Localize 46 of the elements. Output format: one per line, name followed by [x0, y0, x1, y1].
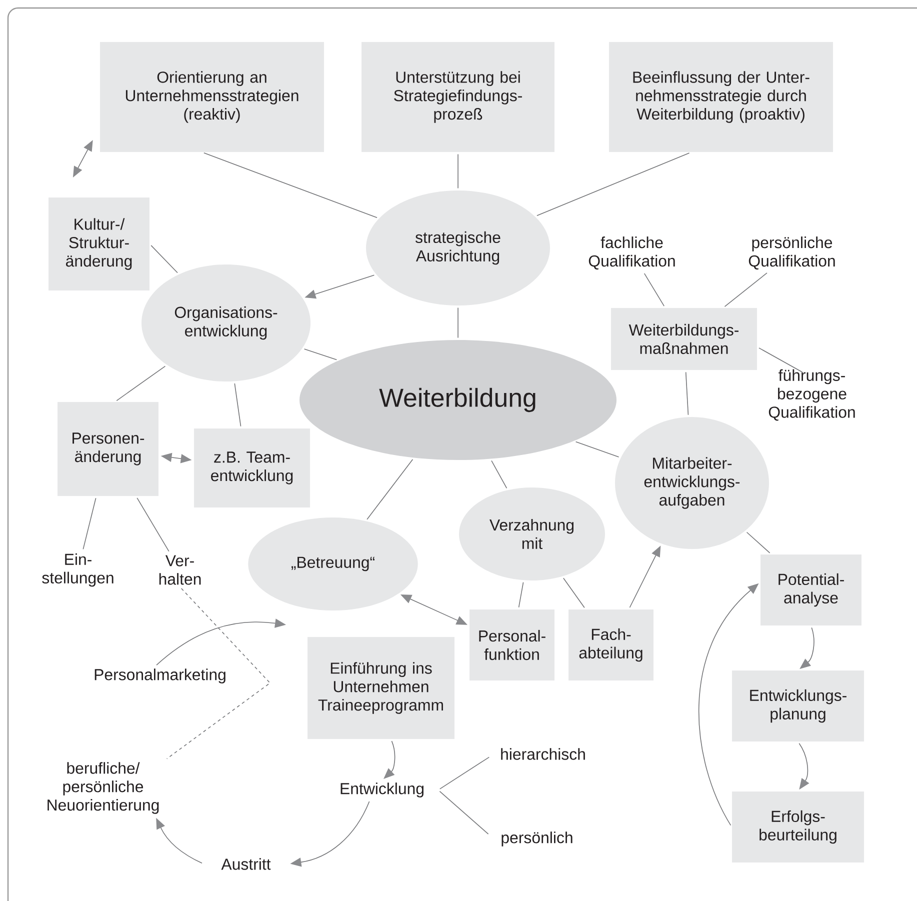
text-box: Unterstützung bei Strategiefindungs- prozeß — [362, 42, 554, 152]
text-label: Personalmarketing — [94, 668, 226, 684]
connector-line — [536, 152, 690, 216]
connector-line — [304, 348, 338, 360]
text-label: berufliche/ persönliche Neuorientierung — [48, 762, 159, 814]
text-box: Weiterbildungs- maßnahmen — [611, 308, 757, 370]
text-label: hierarchisch — [501, 748, 585, 760]
arrow — [384, 740, 396, 779]
text-box: Kultur-/ Struktur- änderung — [48, 198, 150, 290]
text-box: Personen- änderung — [58, 402, 158, 496]
text-box: z.B. Team- entwicklung — [194, 428, 310, 508]
text-box: Fach- abteilung — [568, 610, 654, 680]
text-box: Entwicklungs- planung — [732, 670, 864, 742]
text-label: persönlich — [502, 832, 572, 846]
connector-line — [563, 578, 585, 608]
text-label: fachliche Qualifikation — [588, 236, 675, 270]
connector-line — [518, 582, 524, 608]
text-label: persönliche Qualifikation — [748, 236, 835, 270]
connector-line — [491, 460, 508, 489]
text-label: führungs- bezogene Qualifikation — [768, 369, 855, 421]
dashed-line — [166, 588, 271, 760]
connector-line — [439, 756, 490, 790]
text-box: Orientierung an Unternehmensstrategien (reaktiv) — [100, 42, 324, 152]
connector-line — [136, 498, 170, 552]
connector-line — [116, 366, 166, 402]
text-label: Entwicklung — [340, 782, 424, 798]
text-box: Personal- funktion — [470, 610, 554, 680]
connector-line — [82, 498, 96, 550]
connector-line — [439, 790, 489, 834]
connector-line — [724, 272, 768, 307]
connector-line — [746, 532, 770, 554]
text-box: Erfolgs- beurteilung — [732, 792, 864, 862]
connector-line — [150, 245, 178, 274]
connector-line — [204, 152, 378, 218]
text-label: Austritt — [221, 858, 271, 870]
text-box: Einführung ins Unternehmen Traineeprogramm — [308, 637, 454, 739]
connector-line — [644, 273, 664, 306]
connector-line — [685, 372, 689, 416]
connector-line — [366, 459, 414, 520]
connector-line — [758, 348, 803, 372]
text-box: Beeinflussung der Unter- nehmensstrategie durch Weiterbildung (proaktiv) — [609, 42, 833, 152]
text-label: Ver- halten — [159, 555, 201, 585]
text-label: Ein- stellungen — [42, 553, 114, 587]
connector-line — [234, 383, 242, 427]
text-box: Potential- analyse — [760, 554, 862, 626]
connector-line — [575, 441, 620, 458]
